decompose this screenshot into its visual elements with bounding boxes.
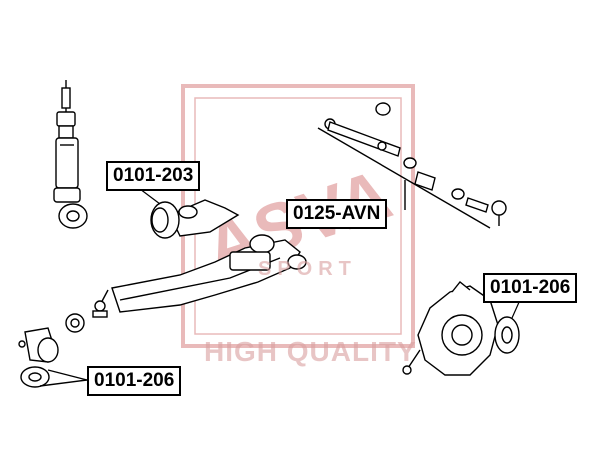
hub-knuckle xyxy=(402,281,520,376)
label-rod-kit[interactable]: 0125-AVN xyxy=(286,199,388,229)
shock-absorber xyxy=(53,80,88,229)
label-arm-bushing[interactable]: 0101-206 xyxy=(87,366,182,396)
label-upper-bushing[interactable]: 0101-203 xyxy=(106,161,201,191)
left-bushings xyxy=(18,313,88,388)
upper-arm xyxy=(150,199,240,239)
watermark-sport: SPORT xyxy=(258,258,357,280)
watermark-tagline: HIGH QUALITY xyxy=(204,336,417,367)
trailing-arm xyxy=(92,234,307,318)
lateral-rod xyxy=(317,102,507,229)
leader-lines xyxy=(47,188,521,381)
label-knuckle-bushing[interactable]: 0101-206 xyxy=(483,273,578,303)
